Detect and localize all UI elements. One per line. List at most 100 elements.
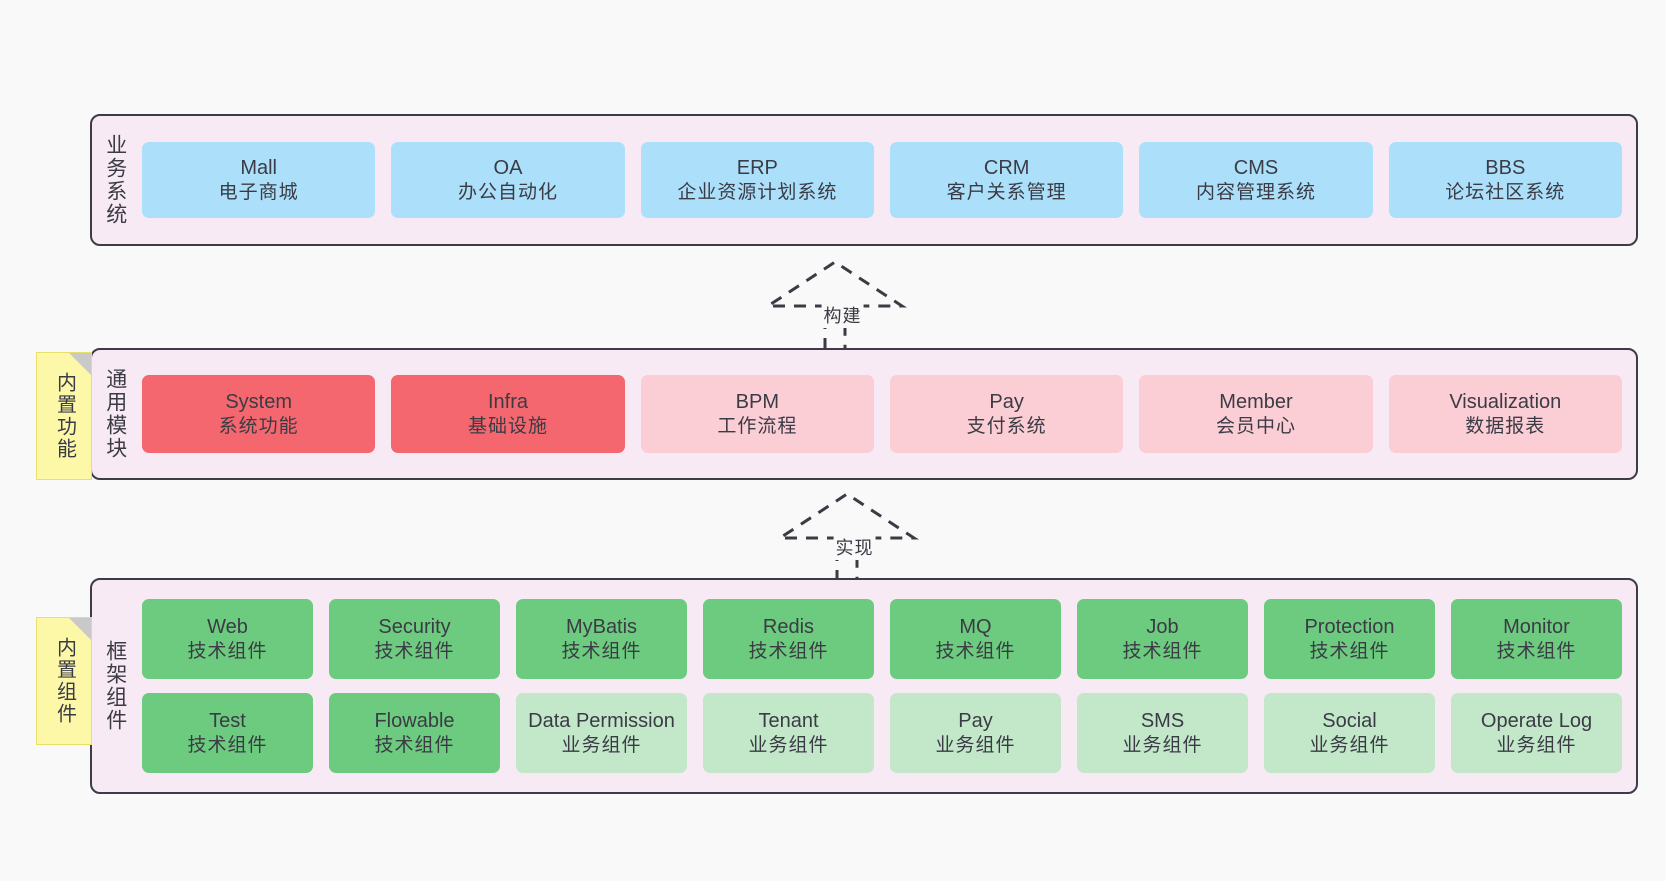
node-job[interactable]: Job 技术组件 [1077,599,1248,679]
node-title-cn: 业务组件 [1496,734,1577,756]
node-system[interactable]: System 系统功能 [142,375,376,453]
node-title-cn: 技术组件 [187,734,268,756]
node-protection[interactable]: Protection 技术组件 [1264,599,1435,679]
node-erp[interactable]: ERP 企业资源计划系统 [640,142,874,218]
node-security[interactable]: Security 技术组件 [329,599,500,679]
node-title-en: Social [1322,710,1377,733]
node-title-cn: 业务组件 [1122,734,1203,756]
node-title-en: CRM [983,157,1030,180]
node-operate-log[interactable]: Operate Log 业务组件 [1451,693,1622,773]
sticky-note-label: 内置组件 [53,637,76,725]
page-fold-icon [69,353,91,375]
node-title-en: Monitor [1503,616,1570,639]
node-title-cn: 技术组件 [187,640,268,662]
layer-common-modules: 通用模块 System 系统功能 Infra 基础设施 BPM 工作流程 Pay… [90,348,1638,480]
layer-business-systems: 业务系统 Mall 电子商城 OA 办公自动化 ERP 企业资源计划系统 CRM… [90,114,1638,246]
sticky-note-built-in-components[interactable]: 内置组件 [36,617,92,745]
node-title-en: Redis [762,616,815,639]
node-title-cn: 系统功能 [218,415,299,437]
node-monitor[interactable]: Monitor 技术组件 [1451,599,1622,679]
node-title-cn: 论坛社区系统 [1445,181,1566,203]
node-title-cn: 业务组件 [935,734,1016,756]
node-flowable[interactable]: Flowable 技术组件 [329,693,500,773]
node-title-en: Test [209,710,246,733]
layer-row: Mall 电子商城 OA 办公自动化 ERP 企业资源计划系统 CRM 客户关系… [142,142,1622,218]
node-pay-module[interactable]: Pay 支付系统 [889,375,1124,453]
node-title-en: Infra [487,391,528,414]
node-member[interactable]: Member 会员中心 [1139,375,1373,453]
node-tenant[interactable]: Tenant 业务组件 [703,693,874,773]
node-sms[interactable]: SMS 业务组件 [1077,693,1248,773]
node-title-cn: 企业资源计划系统 [677,181,838,203]
node-title-en: Pay [958,710,993,733]
node-mq[interactable]: MQ 技术组件 [890,599,1061,679]
layer-framework-components: 框架组件 Web 技术组件 Security 技术组件 MyBatis 技术组件… [90,578,1638,794]
node-title-cn: 技术组件 [748,640,829,662]
node-bpm[interactable]: BPM 工作流程 [640,375,874,453]
node-web[interactable]: Web 技术组件 [142,599,313,679]
node-title-en: Operate Log [1480,710,1593,733]
node-title-cn: 技术组件 [374,734,455,756]
node-title-en: Mall [240,157,277,180]
node-title-cn: 支付系统 [966,415,1047,437]
node-title-en: OA [493,157,523,180]
node-title-en: Tenant [758,710,819,733]
node-title-en: Job [1146,616,1179,639]
node-bbs[interactable]: BBS 论坛社区系统 [1388,142,1622,218]
page-fold-icon [69,618,91,640]
layer-row: Web 技术组件 Security 技术组件 MyBatis 技术组件 Redi… [142,599,1622,679]
node-title-cn: 技术组件 [374,640,455,662]
node-infra[interactable]: Infra 基础设施 [391,375,625,453]
node-title-en: BPM [735,391,779,414]
node-title-en: Data Permission [528,710,675,733]
node-title-en: Flowable [374,710,455,733]
node-cms[interactable]: CMS 内容管理系统 [1139,142,1373,218]
node-social[interactable]: Social 业务组件 [1264,693,1435,773]
node-title-en: CMS [1233,157,1279,180]
sticky-note-label: 内置功能 [53,372,76,460]
node-crm[interactable]: CRM 客户关系管理 [889,142,1124,218]
node-title-cn: 工作流程 [717,415,798,437]
node-test[interactable]: Test 技术组件 [142,693,313,773]
node-title-cn: 技术组件 [935,640,1016,662]
node-title-en: Visualization [1449,391,1562,414]
node-title-cn: 办公自动化 [457,181,558,203]
node-title-en: Security [378,616,451,639]
node-title-cn: 电子商城 [218,181,299,203]
node-title-cn: 数据报表 [1465,415,1546,437]
node-title-cn: 业务组件 [561,734,642,756]
node-title-en: System [225,391,292,414]
node-title-cn: 业务组件 [1309,734,1390,756]
node-mall[interactable]: Mall 电子商城 [142,142,376,218]
node-title-en: MyBatis [565,616,638,639]
node-pay-component[interactable]: Pay 业务组件 [890,693,1061,773]
node-data-permission[interactable]: Data Permission 业务组件 [516,693,687,773]
layer-row: System 系统功能 Infra 基础设施 BPM 工作流程 Pay 支付系统… [142,375,1622,453]
node-visualization[interactable]: Visualization 数据报表 [1388,375,1622,453]
node-title-en: Web [207,616,248,639]
node-oa[interactable]: OA 办公自动化 [391,142,625,218]
node-title-cn: 内容管理系统 [1195,181,1316,203]
layer-label-common-modules: 通用模块 [103,368,127,460]
node-title-cn: 客户关系管理 [946,181,1067,203]
arrow-label-build: 构建 [821,302,864,328]
node-redis[interactable]: Redis 技术组件 [703,599,874,679]
node-title-en: Protection [1304,616,1395,639]
node-title-cn: 基础设施 [467,415,548,437]
layer-body-business-systems: Mall 电子商城 OA 办公自动化 ERP 企业资源计划系统 CRM 客户关系… [138,116,1636,244]
layer-body-framework-components: Web 技术组件 Security 技术组件 MyBatis 技术组件 Redi… [138,580,1636,792]
node-title-cn: 技术组件 [1496,640,1577,662]
node-title-cn: 技术组件 [1122,640,1203,662]
node-title-en: SMS [1140,710,1185,733]
layer-body-common-modules: System 系统功能 Infra 基础设施 BPM 工作流程 Pay 支付系统… [138,350,1636,478]
node-title-en: Pay [989,391,1024,414]
sticky-note-built-in-functions[interactable]: 内置功能 [36,352,92,480]
node-mybatis[interactable]: MyBatis 技术组件 [516,599,687,679]
node-title-cn: 会员中心 [1215,415,1296,437]
arrow-label-implement: 实现 [833,534,876,560]
node-title-en: BBS [1485,157,1526,180]
node-title-en: ERP [736,157,778,180]
arrow-implement: 实现 [772,490,922,582]
arrow-build: 构建 [760,258,910,350]
